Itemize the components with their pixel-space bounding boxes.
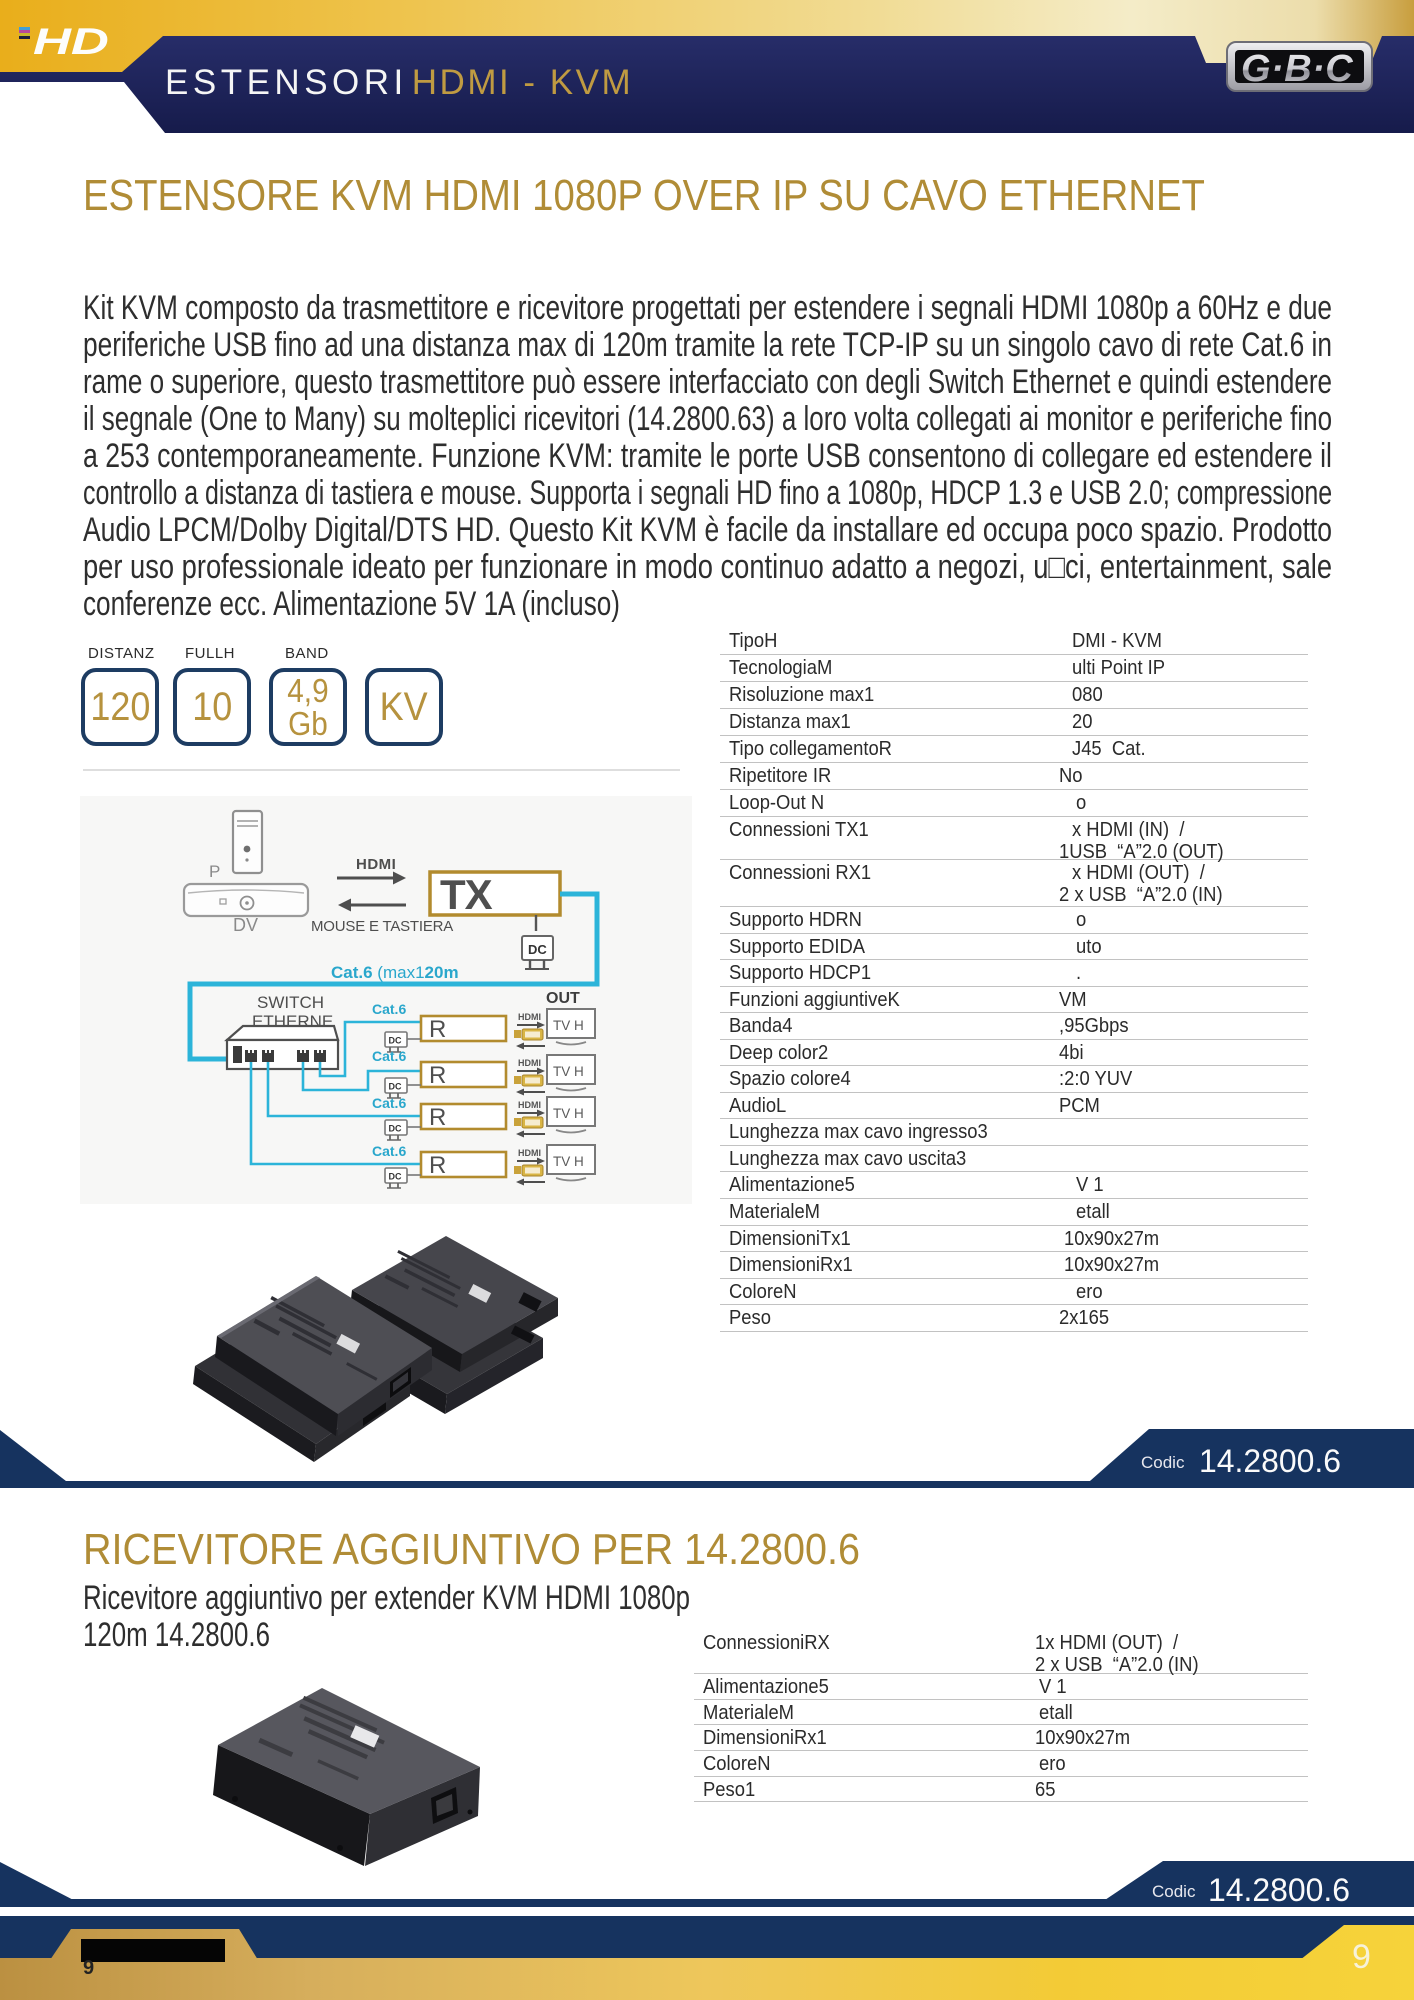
svg-text:Cat.6: Cat.6	[372, 1048, 406, 1064]
svg-text:SWITCH: SWITCH	[257, 993, 324, 1012]
svg-text:OUT: OUT	[546, 990, 580, 1007]
svg-text:MOUSE E TASTIERA: MOUSE E TASTIERA	[311, 918, 453, 935]
svg-text:HDMI: HDMI	[518, 1012, 541, 1022]
svg-text:TV H: TV H	[553, 1064, 584, 1079]
svg-text:9: 9	[83, 1957, 94, 1979]
svg-text:R: R	[429, 1062, 446, 1089]
svg-text:DC: DC	[389, 1036, 402, 1046]
svg-text:DC: DC	[389, 1082, 402, 1092]
svg-text:HD: HD	[33, 21, 109, 63]
svg-text:DC: DC	[389, 1172, 402, 1182]
svg-text:Codic: Codic	[1141, 1453, 1185, 1472]
svg-text:DC: DC	[389, 1124, 402, 1134]
svg-text:R: R	[429, 1104, 446, 1131]
svg-text:HDMI: HDMI	[518, 1100, 541, 1110]
svg-text:9: 9	[1352, 1938, 1371, 1976]
svg-text:P: P	[209, 862, 220, 881]
svg-text:R: R	[429, 1016, 446, 1043]
svg-text:TX: TX	[440, 871, 493, 918]
svg-text:TV H: TV H	[553, 1106, 584, 1121]
svg-text:Codic: Codic	[1152, 1882, 1196, 1901]
svg-text:ETHERNE: ETHERNE	[252, 1012, 333, 1031]
svg-text:Cat.6: Cat.6	[372, 1095, 406, 1111]
svg-text:14.2800.6: 14.2800.6	[1199, 1443, 1341, 1479]
svg-text:Cat.6: Cat.6	[372, 1143, 406, 1159]
svg-text:HDMI: HDMI	[518, 1058, 541, 1068]
svg-text:14.2800.6: 14.2800.6	[1208, 1872, 1350, 1908]
svg-text:DC: DC	[528, 942, 547, 957]
svg-text:Cat.6: Cat.6	[372, 1001, 406, 1017]
svg-text:TV H: TV H	[553, 1154, 584, 1169]
svg-text:HDMI: HDMI	[356, 856, 396, 873]
svg-text:R: R	[429, 1152, 446, 1179]
svg-text:G·B·C: G·B·C	[1241, 48, 1353, 90]
svg-text:HDMI: HDMI	[518, 1148, 541, 1158]
svg-text:TV H: TV H	[553, 1018, 584, 1033]
svg-text:DV: DV	[233, 915, 258, 935]
svg-text:Cat.6 (max120m: Cat.6 (max120m	[331, 963, 459, 982]
